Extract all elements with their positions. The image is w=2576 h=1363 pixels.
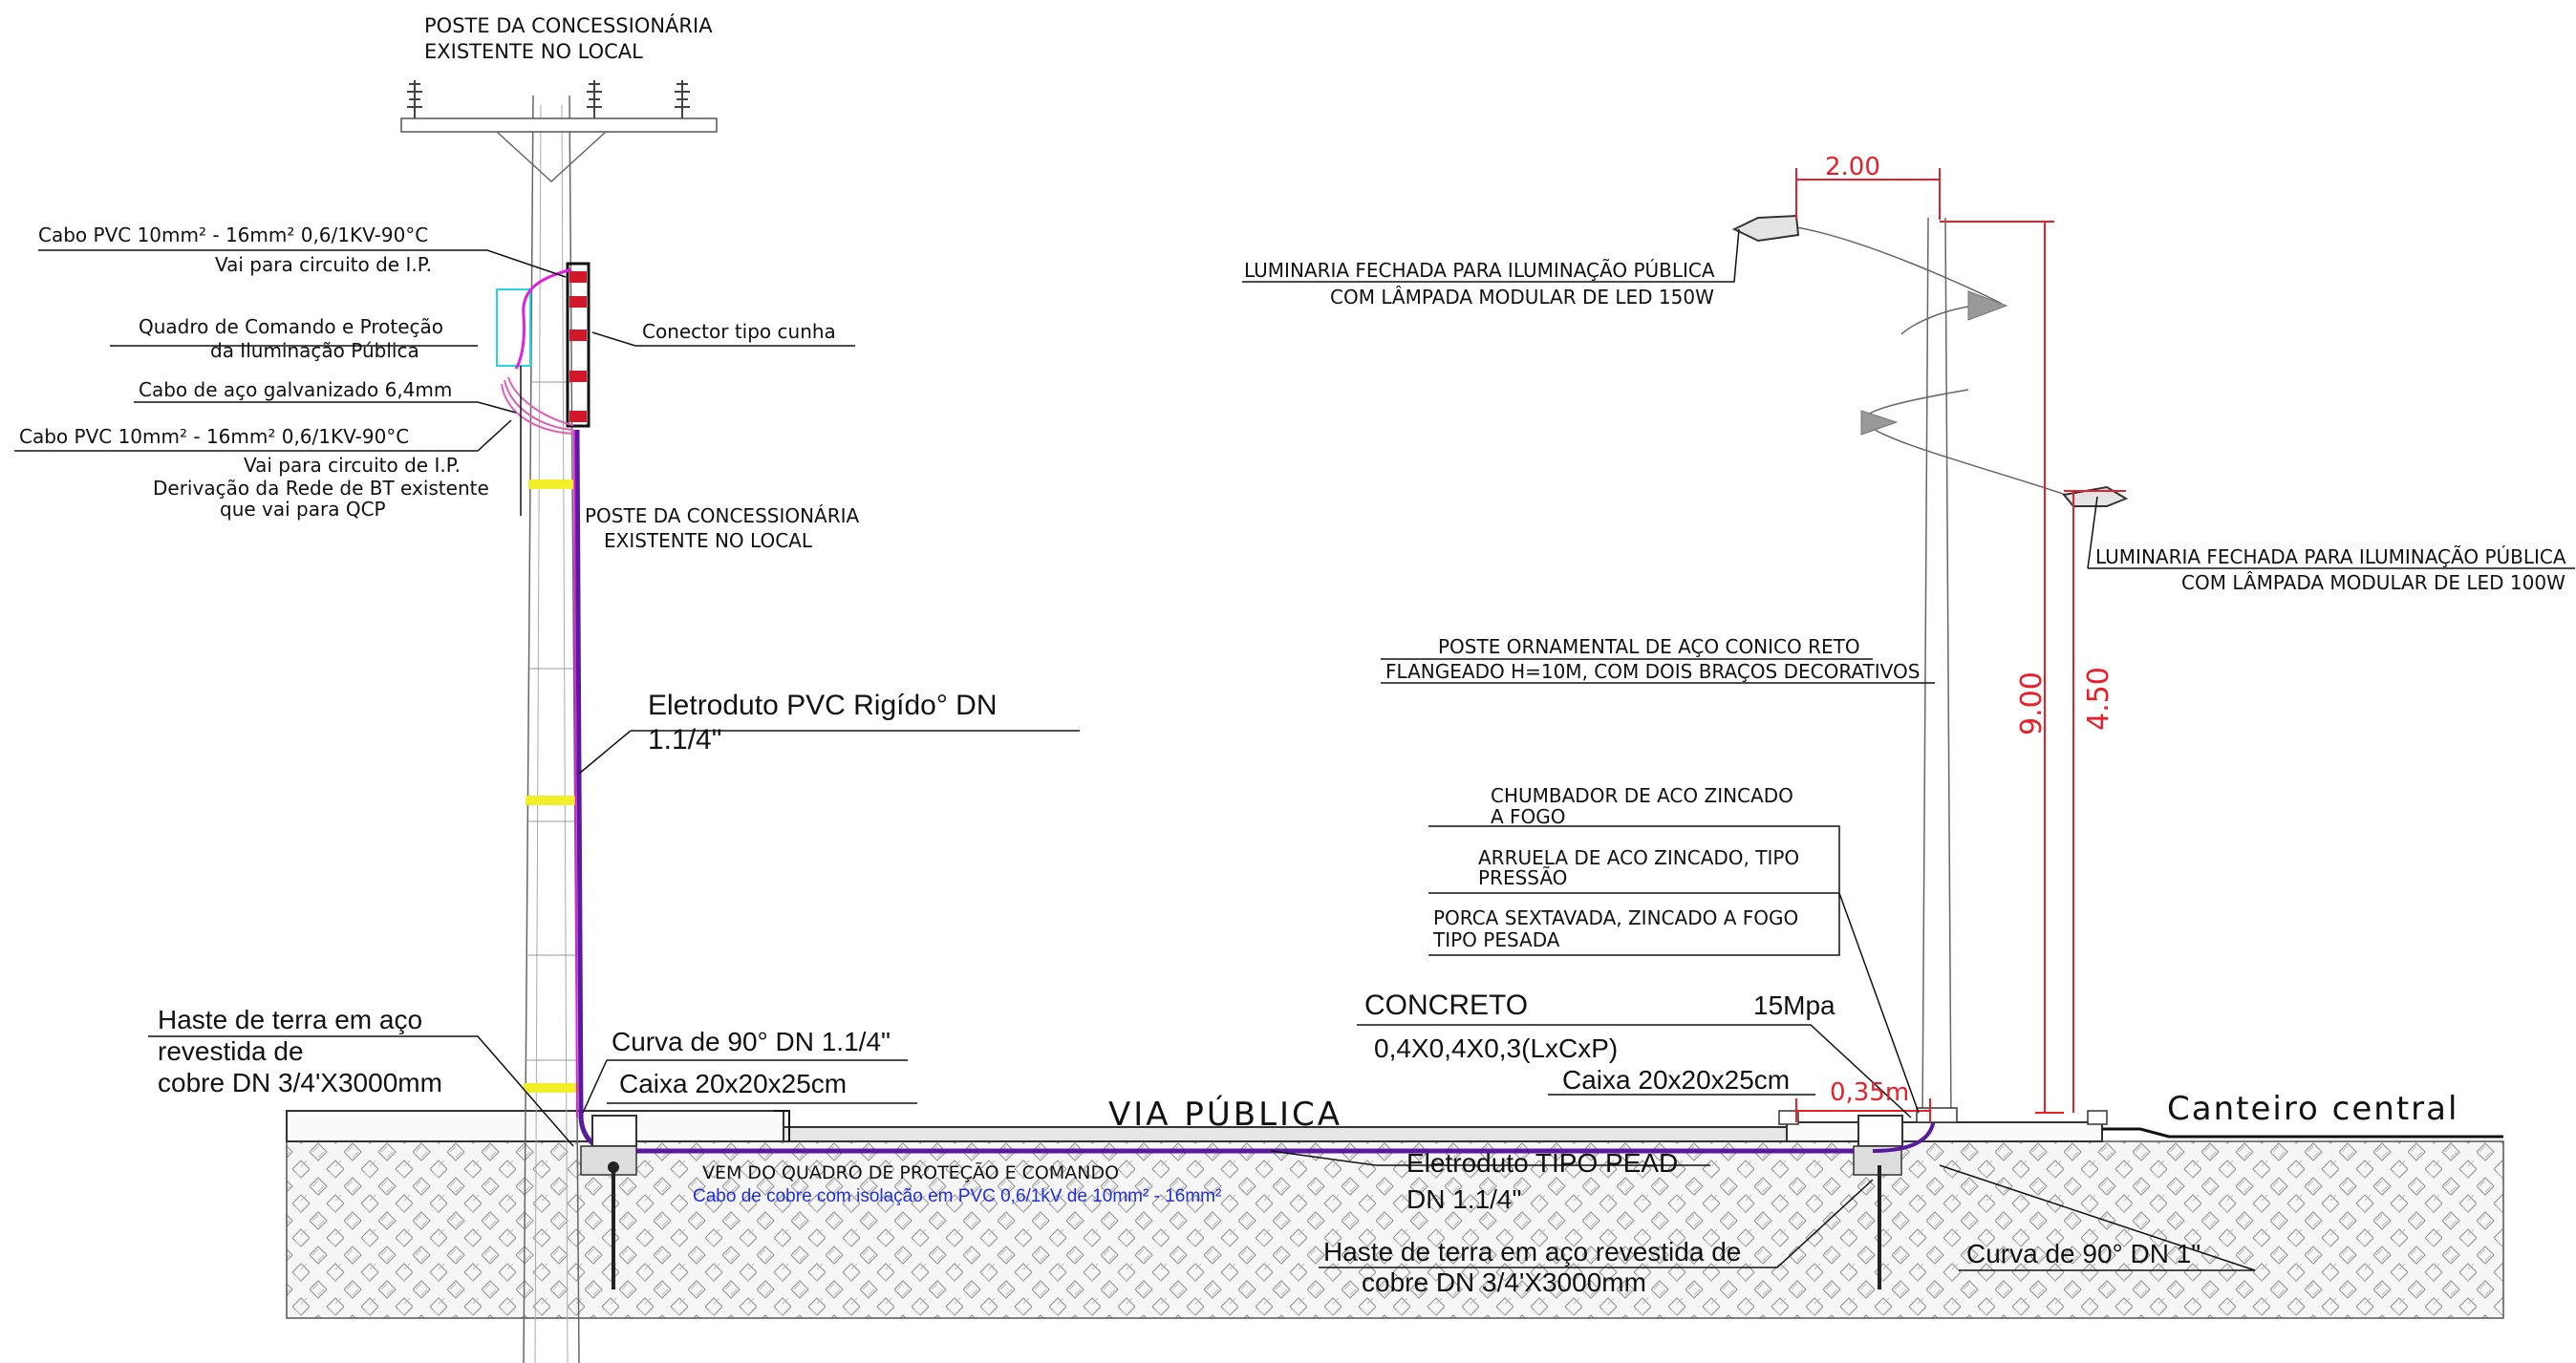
caixa-left-label: Caixa 20x20x25cm <box>619 1069 847 1098</box>
haste-left-line2: revestida de <box>158 1036 304 1066</box>
leader-lines <box>14 228 2575 1271</box>
haste-right-line2: cobre DN 3/4'X3000mm <box>1362 1267 1646 1297</box>
luminaria-150w-line1: LUMINARIA FECHADA PARA ILUMINAÇÃO PÚBLIC… <box>1244 259 1715 282</box>
dim-200-label: 2.00 <box>1825 153 1880 181</box>
poste-mid-line2: EXISTENTE NO LOCAL <box>604 529 813 552</box>
poste-top-line2: EXISTENTE NO LOCAL <box>424 40 643 63</box>
poste-mid-line1: POSTE DA CONCESSIONÁRIA <box>585 504 860 527</box>
luminaria-150w-line2: COM LÂMPADA MODULAR DE LED 150W <box>1330 286 1714 309</box>
drop-cables <box>501 376 574 435</box>
cabo-pvc-upper-line2: Vai para circuito de I.P. <box>215 253 432 276</box>
cabo-pvc-lower-line2: Vai para circuito de I.P. <box>244 454 461 477</box>
cable-to-panel <box>514 267 572 370</box>
crossarm <box>400 117 718 133</box>
cabo-pvc-lower-line1: Cabo PVC 10mm² - 16mm² 0,6/1KV-90°C <box>19 425 409 448</box>
mpa-label: 15Mpa <box>1753 990 1835 1020</box>
cabo-pvc-lower-line4: que vai para QCP <box>220 498 386 521</box>
pole-inner <box>534 104 569 1363</box>
upper-arm-wing <box>1967 290 2008 321</box>
ornamental-pole <box>1731 214 2129 1289</box>
junction-box-right <box>1857 1115 1903 1147</box>
poste-top-line1: POSTE DA CONCESSIONÁRIA <box>424 13 713 37</box>
eletroduto-pead-line2: DN 1.1/4" <box>1406 1184 1521 1214</box>
via-publica-label: VIA PÚBLICA <box>1108 1095 1342 1134</box>
control-panel <box>496 288 531 367</box>
arruela-line1: ARRUELA DE ACO ZINCADO, TIPO <box>1478 846 1799 869</box>
vem-do-quadro-label: VEM DO QUADRO DE PROTEÇÃO E COMANDO <box>702 1161 1119 1183</box>
haste-left-line3: cobre DN 3/4'X3000mm <box>158 1068 442 1097</box>
dim-035-line <box>1795 1098 1931 1122</box>
concreto-label: CONCRETO <box>1364 990 1528 1021</box>
dimensions <box>1795 168 2126 1122</box>
haste-left-line1: Haste de terra em aço <box>158 1005 422 1034</box>
yellow-bands <box>524 479 579 1093</box>
ornamental-pole-body <box>1921 217 1952 1123</box>
junction-box-left <box>591 1115 637 1147</box>
lower-arm <box>1862 389 2072 498</box>
pole-segments <box>526 381 577 1061</box>
porca-line2: TIPO PESADA <box>1432 928 1560 951</box>
median-curb-a <box>1778 1110 1799 1125</box>
dim-200-line <box>1795 168 1941 220</box>
concessionaire-pole <box>400 80 1873 1363</box>
luminaire-150w-icon <box>1731 214 1800 243</box>
haste-right-line1: Haste de terra em aço revestida de <box>1323 1237 1741 1267</box>
conduit-vertical-inner <box>573 429 578 1118</box>
dimensoes-label: 0,4X0,4X0,3(LxCxP) <box>1374 1033 1618 1063</box>
cabo-pvc-lower-line3: Derivação da Rede de BT existente <box>153 477 489 500</box>
dim-450-label: 4.50 <box>2082 667 2115 731</box>
curva-right-label: Curva de 90° DN 1" <box>1966 1239 2200 1268</box>
caixa-right-label: Caixa 20x20x25cm <box>1562 1065 1790 1095</box>
median-curb-b <box>2087 1110 2108 1125</box>
cabo-aco-label: Cabo de aço galvanizado 6,4mm <box>139 378 452 401</box>
curb-left <box>774 1110 790 1141</box>
chumbador-line2: A FOGO <box>1491 805 1566 828</box>
lower-arm-wing <box>1860 410 1899 436</box>
dim-450-line <box>2064 490 2126 1113</box>
annotation-texts: POSTE DA CONCESSIONÁRIA EXISTENTE NO LOC… <box>19 13 2566 1297</box>
quadro-line1: Quadro de Comando e Proteção <box>139 315 443 338</box>
canteiro-label: Canteiro central <box>2167 1090 2458 1128</box>
luminaria-100w-line1: LUMINARIA FECHADA PARA ILUMINAÇÃO PÚBLIC… <box>2095 545 2566 568</box>
cabo-pvc-upper-line1: Cabo PVC 10mm² - 16mm² 0,6/1KV-90°C <box>38 224 428 246</box>
median-ground <box>2102 1127 2503 1139</box>
upper-arm <box>1795 226 2003 335</box>
curva-left-label: Curva de 90° DN 1.1/4" <box>612 1027 891 1056</box>
porca-line1: PORCA SEXTAVADA, ZINCADO A FOGO <box>1433 906 1798 929</box>
poste-ornamental-line1: POSTE ORNAMENTAL DE AÇO CONICO RETO <box>1438 635 1860 658</box>
chumbador-line1: CHUMBADOR DE ACO ZINCADO <box>1491 784 1793 807</box>
cabo-cobre-label: Cabo de cobre com isolação em PVC 0,6/1k… <box>693 1186 1221 1206</box>
conector-label: Conector tipo cunha <box>642 320 836 343</box>
wedge-connector-icon <box>566 262 590 428</box>
eletroduto-pvc-line1: Eletroduto PVC Rigído° DN <box>648 690 998 721</box>
eletroduto-pvc-line2: 1.1/4" <box>648 724 721 756</box>
dim-900-line <box>1940 221 2064 1114</box>
crossarm-brace <box>496 131 607 183</box>
curve-90-right <box>1872 1117 1936 1153</box>
luminaria-100w-line2: COM LÂMPADA MODULAR DE LED 100W <box>2181 571 2565 594</box>
box-base-left <box>580 1145 637 1176</box>
arruela-line2: PRESSÃO <box>1478 866 1567 889</box>
sidewalk-left <box>286 1110 784 1142</box>
poste-ornamental-line2: FLANGEADO H=10M, COM DOIS BRAÇOS DECORAT… <box>1385 660 1920 683</box>
quadro-line2: da Iluminação Pública <box>210 339 419 362</box>
insulator-icon <box>407 80 690 118</box>
dist-035-label: 0,35m <box>1830 1078 1909 1107</box>
median-platform <box>1786 1121 2103 1142</box>
ground-clamp-left <box>608 1161 619 1173</box>
dim-900-label: 9.00 <box>2015 671 2049 735</box>
eletroduto-pead-line1: Eletroduto TIPO PEAD <box>1406 1148 1678 1178</box>
